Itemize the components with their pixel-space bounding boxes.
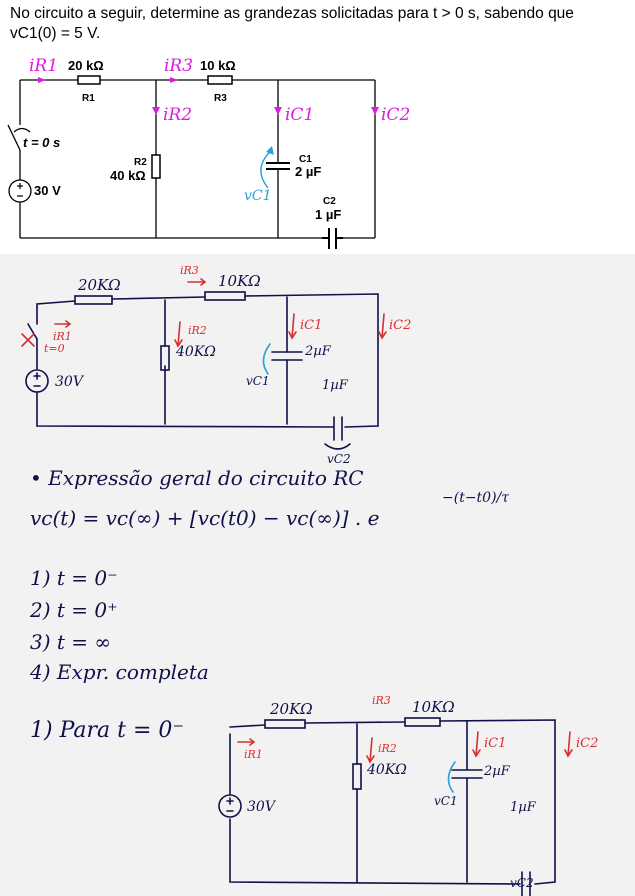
c1-ir1-label: iR1 xyxy=(53,330,72,343)
c1-value-label: 2 µF xyxy=(295,164,322,179)
statement-line-2: vC1(0) = 5 V. xyxy=(10,25,101,42)
notes-heading: • Expressão geral do circuito RC xyxy=(30,466,364,490)
c2-capacitor xyxy=(322,228,343,249)
c1-switch-label: t=0 xyxy=(44,342,65,355)
step-1: 1) t = 0⁻ xyxy=(30,566,118,590)
formula-exponent: −(t−t0)/τ xyxy=(442,490,510,506)
c2-source-label: 30V xyxy=(247,799,275,815)
c2-name-label: C2 xyxy=(323,196,336,207)
c1-ic1-label: iC1 xyxy=(300,318,323,333)
general-formula: vc(t) = vc(∞) + [vc(t0) − vc(∞)] . e xyxy=(30,506,380,530)
voltage-source-icon xyxy=(8,179,32,203)
c1-source-label: 30V xyxy=(55,374,83,390)
c1-name-label: C1 xyxy=(299,154,312,165)
handwritten-circuit-1 xyxy=(21,278,387,450)
c1-c2-label: 1µF xyxy=(322,378,348,393)
c2-vc2-label: vC2 xyxy=(510,876,534,890)
c1-vc1-label: vC1 xyxy=(246,374,270,388)
ic1-arrow-icon xyxy=(274,107,282,115)
step-2: 2) t = 0⁺ xyxy=(30,598,118,622)
step-1-title: 1) Para t = 0⁻ xyxy=(30,718,184,743)
statement-line-1: No circuito a seguir, determine as grand… xyxy=(10,5,574,22)
ir3-label: iR3 xyxy=(164,56,194,76)
current-arrows xyxy=(38,77,379,115)
ic2-arrow-icon xyxy=(371,107,379,115)
r2-name-label: R2 xyxy=(134,157,147,168)
r1-value-label: 20 kΩ xyxy=(68,58,104,73)
source-label: 30 V xyxy=(34,183,61,198)
r3-value-label: 10 kΩ xyxy=(200,58,236,73)
c2-ir3-label: iR3 xyxy=(372,694,391,707)
handwritten-notes: 20KΩ iR3 10KΩ iR1 t=0 iR2 40KΩ iC1 iC2 2… xyxy=(0,254,635,896)
printed-circuit-diagram xyxy=(7,75,379,249)
c2-r3-label: 10KΩ xyxy=(412,698,455,716)
c1-r3-label: 10KΩ xyxy=(218,272,261,290)
c1-ic2-label: iC2 xyxy=(389,318,412,333)
c2-r1-label: 20KΩ xyxy=(270,700,313,718)
c1-c1-label: 2µF xyxy=(305,344,331,359)
c1-vc2-label: vC2 xyxy=(327,452,351,466)
c2-ic2-label: iC2 xyxy=(576,736,599,751)
problem-panel: No circuito a seguir, determine as grand… xyxy=(0,0,635,254)
ir1-arrow-icon xyxy=(38,77,46,83)
ic1-label: iC1 xyxy=(285,105,315,125)
switch-icon xyxy=(7,124,31,151)
r1-resistor xyxy=(77,75,101,85)
c1-capacitor xyxy=(266,162,290,170)
r2-value-label: 40 kΩ xyxy=(110,168,146,183)
switch-label: t = 0 s xyxy=(23,135,61,150)
c1-r2-label: 40KΩ xyxy=(176,344,216,360)
c2-ic1-label: iC1 xyxy=(484,736,507,751)
c2-c2-label: 1µF xyxy=(510,800,536,815)
vc1-label: vC1 xyxy=(244,188,272,204)
step-4: 4) Expr. completa xyxy=(30,660,209,684)
c2-ir1-label: iR1 xyxy=(244,748,263,761)
c1-ir3-label: iR3 xyxy=(180,264,199,277)
ir2-label: iR2 xyxy=(163,105,193,125)
step-3: 3) t = ∞ xyxy=(30,630,112,654)
c2-ir2-label: iR2 xyxy=(378,742,397,755)
r1-name-label: R1 xyxy=(82,93,95,104)
r3-name-label: R3 xyxy=(214,93,227,104)
r3-resistor xyxy=(207,75,233,85)
ir3-arrow-icon xyxy=(170,77,178,83)
ic2-label: iC2 xyxy=(381,105,411,125)
r2-resistor xyxy=(151,154,161,179)
c1-ir2-label: iR2 xyxy=(188,324,207,337)
c1-r1-label: 20KΩ xyxy=(78,276,121,294)
problem-statement: No circuito a seguir, determine as grand… xyxy=(10,4,630,44)
ir1-label: iR1 xyxy=(29,56,59,76)
c2-c1-label: 2µF xyxy=(484,764,510,779)
handwritten-circuit-2 xyxy=(218,717,573,896)
c2-vc1-label: vC1 xyxy=(434,794,458,808)
c2-value-label: 1 µF xyxy=(315,207,342,222)
ir2-arrow-icon xyxy=(152,107,160,115)
c2-r2-label: 40KΩ xyxy=(367,762,407,778)
